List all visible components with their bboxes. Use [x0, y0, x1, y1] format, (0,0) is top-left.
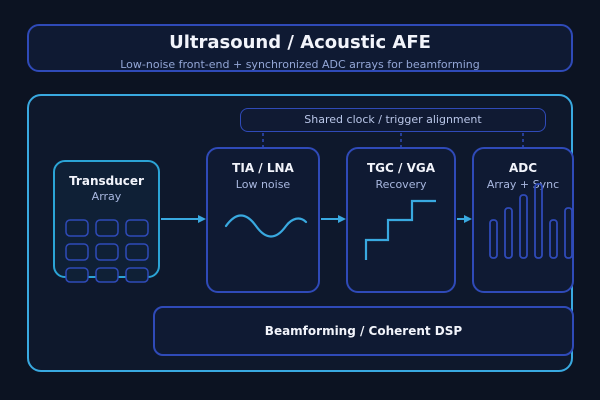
transducer-element — [125, 267, 149, 283]
clock-ticks — [262, 133, 524, 148]
tgc-subtitle: Recovery — [375, 178, 427, 191]
adc-bar — [549, 219, 558, 259]
clock-box: Shared clock / trigger alignment — [240, 108, 546, 132]
adc-block: ADC Array + Sync — [472, 147, 574, 293]
adc-subtitle: Array + Sync — [486, 178, 560, 191]
beamforming-block: Beamforming / Coherent DSP — [153, 306, 574, 356]
adc-bar — [564, 207, 573, 259]
diagram-subtitle: Low-noise front-end + synchronized ADC a… — [120, 58, 480, 71]
adc-title: ADC — [508, 161, 538, 175]
adc-bars-icon — [489, 183, 573, 259]
beamforming-label: Beamforming / Coherent DSP — [264, 324, 463, 338]
diagram-title: Ultrasound / Acoustic AFE — [169, 32, 431, 53]
adc-bar — [504, 207, 513, 259]
tgc-title: TGC / VGA — [366, 161, 435, 175]
transducer-element-grid — [65, 219, 149, 283]
adc-bar — [489, 219, 498, 259]
gain-staircase-icon — [364, 199, 436, 260]
transducer-element — [95, 243, 119, 261]
transducer-element — [125, 243, 149, 261]
adc-bar — [519, 194, 528, 259]
transducer-element — [95, 219, 119, 237]
clock-label: Shared clock / trigger alignment — [304, 113, 482, 126]
transducer-element — [65, 243, 89, 261]
transducer-element — [95, 267, 119, 283]
transducer-element — [65, 267, 89, 283]
waveform-icon — [224, 214, 308, 238]
transducer-element — [65, 219, 89, 237]
tia-subtitle: Low noise — [235, 178, 291, 191]
title-panel: Ultrasound / Acoustic AFE Low-noise fron… — [27, 24, 573, 72]
tia-title: TIA / LNA — [232, 161, 294, 175]
transducer-subtitle: Array — [91, 190, 122, 203]
transducer-element — [125, 219, 149, 237]
adc-bar — [534, 183, 543, 259]
transducer-title: Transducer — [69, 174, 144, 188]
